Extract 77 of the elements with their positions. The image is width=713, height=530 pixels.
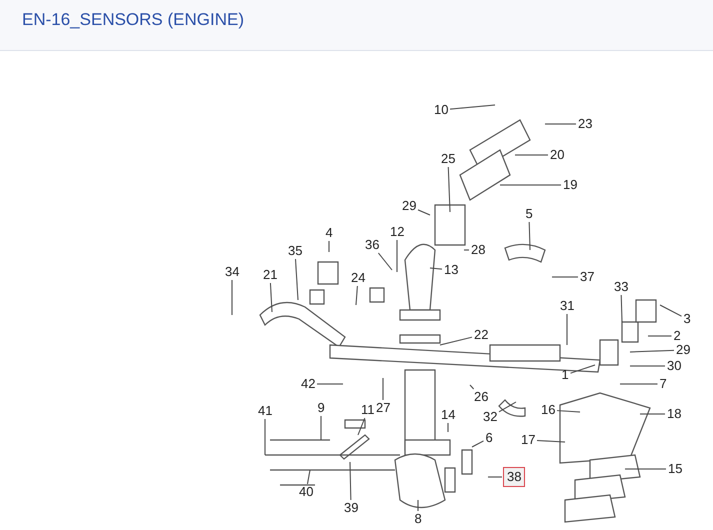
callout-number: 15 [667, 462, 684, 476]
leader-line [630, 350, 674, 352]
leader-line [320, 416, 322, 440]
callout-number: 12 [389, 225, 406, 239]
leader-line [270, 282, 272, 312]
leader-line [660, 304, 682, 317]
leader-line [358, 418, 366, 436]
callout-number: 32 [482, 410, 498, 424]
callout-number: 39 [343, 501, 360, 515]
callout-number: 38 [503, 467, 526, 487]
callout-number: 10 [433, 103, 450, 117]
callout-number: 41 [257, 404, 274, 418]
callout-number: 31 [559, 299, 576, 313]
leader-line [396, 240, 398, 272]
callout-number: 33 [613, 280, 630, 294]
callout-number: 3 [682, 312, 692, 326]
callout-number: 30 [666, 359, 682, 373]
leader-line [556, 410, 580, 412]
callout-number: 4 [324, 226, 334, 240]
leader-line [570, 364, 596, 374]
callout-number: 8 [414, 512, 423, 526]
leader-line [498, 402, 516, 412]
leader-line [528, 222, 530, 250]
leader-line [295, 258, 298, 300]
callout-number: 40 [298, 485, 314, 499]
callout-number: 36 [364, 238, 380, 252]
leader-line [418, 209, 430, 216]
callout-number: 5 [524, 207, 534, 221]
page-title: EN-16_SENSORS (ENGINE) [22, 10, 244, 30]
callout-number: 2 [672, 329, 682, 343]
callout-number: 35 [287, 244, 304, 258]
leader-line [536, 440, 566, 442]
callout-number: 20 [549, 148, 566, 162]
callout-number: 11 [360, 403, 376, 417]
callout-number: 16 [540, 403, 556, 417]
callout-number: 27 [375, 401, 392, 415]
leader-line [356, 286, 358, 306]
leader-line [624, 468, 666, 470]
callout-number: 28 [470, 243, 486, 257]
leader-line [566, 314, 568, 346]
callout-number: 29 [401, 199, 418, 213]
leader-line [382, 378, 384, 400]
callout-number: 21 [262, 268, 278, 282]
leader-line [488, 476, 502, 478]
leader-line [430, 268, 442, 270]
leader-line [440, 336, 472, 346]
leader-line [306, 470, 310, 484]
callout-number: 29 [675, 343, 692, 357]
callout-number: 13 [443, 263, 460, 277]
leader-line [472, 440, 484, 448]
leader-line [514, 154, 548, 156]
leader-line [448, 166, 450, 212]
callout-number: 14 [440, 408, 456, 422]
callout-number: 1 [560, 368, 570, 382]
leader-line [264, 418, 266, 456]
callout-number: 24 [350, 271, 366, 285]
callout-number: 23 [577, 117, 594, 131]
leader-line [552, 276, 578, 278]
callout-number: 26 [473, 390, 490, 404]
leader-line [500, 184, 562, 186]
callout-number: 9 [316, 401, 326, 415]
callout-number: 25 [440, 152, 456, 166]
callout-number: 7 [658, 377, 668, 391]
callout-number: 19 [562, 178, 578, 192]
callout-number: 34 [224, 265, 240, 279]
leader-line [620, 294, 622, 322]
leader-line [450, 104, 496, 110]
callout-number: 42 [300, 377, 316, 391]
leader-line [350, 462, 352, 500]
callout-number: 37 [579, 270, 596, 284]
leader-line [328, 240, 330, 252]
leader-line [378, 252, 392, 270]
leader-line [470, 384, 474, 390]
callout-number: 6 [484, 431, 494, 445]
callout-number: 17 [520, 433, 536, 447]
callout-number: 22 [473, 328, 490, 342]
callout-number: 18 [666, 407, 682, 421]
